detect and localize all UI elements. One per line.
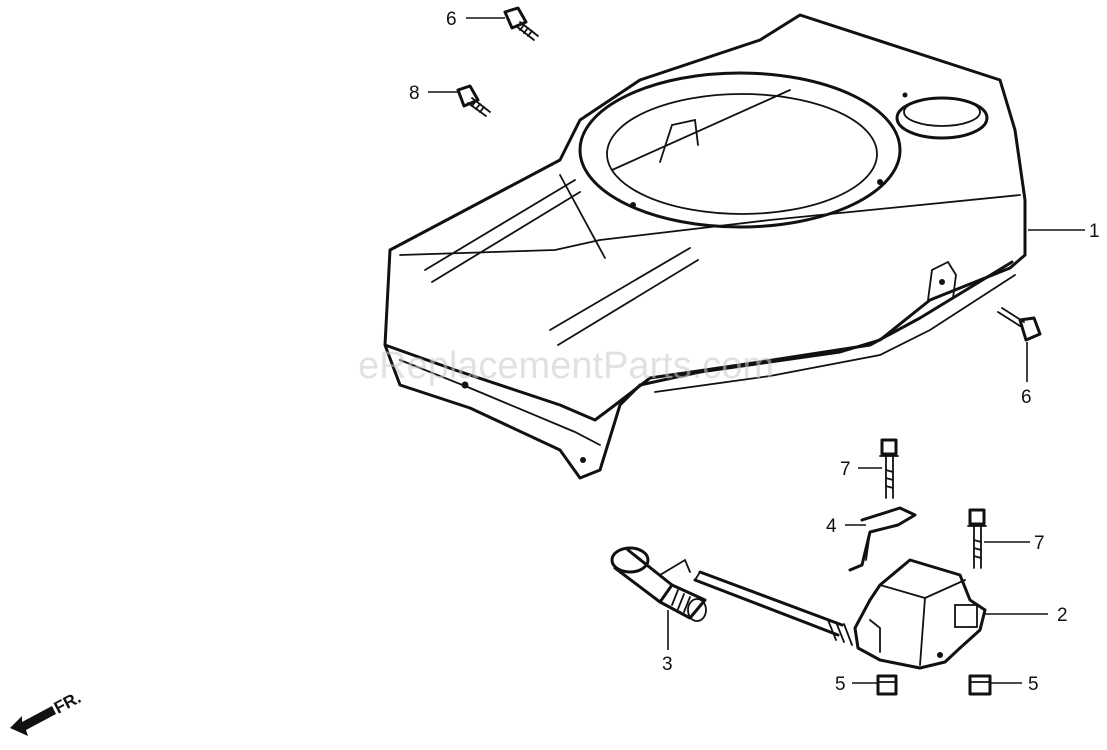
direction-label: FR. (51, 688, 84, 718)
callout-2: 2 (1057, 605, 1068, 626)
bolt-part-6-top (503, 6, 539, 41)
leader-lines (428, 17, 1085, 684)
callout-numbers: 6 8 1 6 7 4 7 2 3 5 5 (409, 9, 1100, 695)
callout-5-right: 5 (1028, 674, 1039, 695)
watermark: eReplacementParts.com (358, 345, 774, 387)
callout-7-right: 7 (1034, 533, 1045, 554)
callout-5-left: 5 (835, 674, 846, 695)
bolt-part-7-right (967, 508, 987, 569)
bolt-part-8 (456, 84, 491, 117)
bracket-part-4 (848, 506, 917, 572)
fan-shroud-part-1 (383, 13, 1027, 480)
bolt-part-6-right (997, 307, 1042, 342)
callout-7-left: 7 (840, 459, 851, 480)
callout-3: 3 (662, 654, 673, 675)
nut-part-5-left (876, 674, 898, 696)
callout-4: 4 (826, 516, 837, 537)
callout-6-top: 6 (446, 9, 457, 30)
callout-8: 8 (409, 83, 420, 104)
nut-part-5-right (968, 674, 992, 696)
cap-part-3 (610, 546, 707, 622)
front-direction-arrow: FR. (10, 688, 84, 736)
switch-part-2 (693, 558, 987, 670)
callout-6-right: 6 (1021, 387, 1032, 408)
callout-1: 1 (1089, 221, 1100, 242)
bolt-part-7-left (879, 438, 899, 499)
